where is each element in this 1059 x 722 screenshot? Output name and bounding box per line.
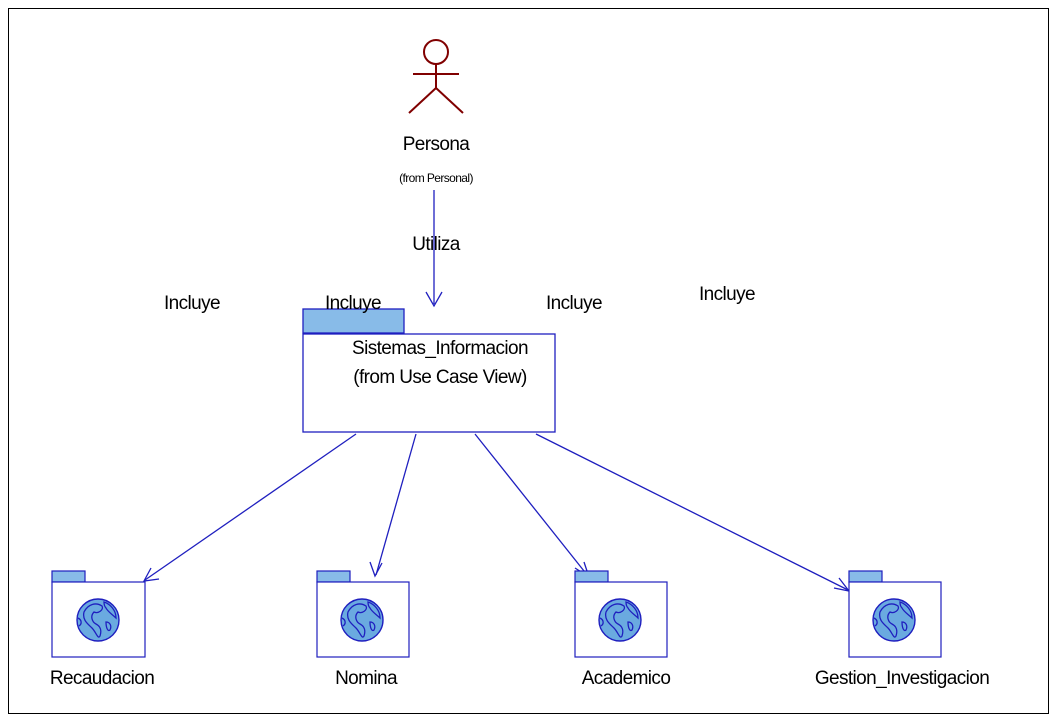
package-gestion-investigacion (848, 570, 942, 658)
actor-from: (from Personal) (399, 171, 473, 185)
diagram-frame (8, 8, 1049, 714)
uses-relation-label: Utiliza (412, 234, 460, 255)
actor-stick-figure-icon (408, 39, 464, 114)
include-label-2: Incluye (325, 293, 382, 314)
main-package-name: Sistemas_Informacion (352, 338, 529, 359)
main-package-shape (302, 308, 556, 433)
package-recaudacion (51, 570, 146, 658)
include-label-1: Incluye (164, 293, 221, 314)
actor-name: Persona (402, 134, 470, 155)
main-package-from: (from Use Case View) (353, 367, 527, 388)
subsystem-name-academico: Academico (581, 668, 671, 689)
subsystem-name-nomina: Nomina (335, 668, 397, 689)
include-label-3: Incluye (546, 293, 603, 314)
subsystem-name-recaudacion: Recaudacion (49, 668, 155, 689)
subsystem-name-gestion-investigacion: Gestion_Investigacion (814, 668, 990, 689)
package-academico (574, 570, 668, 658)
package-nomina (316, 570, 410, 658)
include-label-4: Incluye (699, 284, 756, 305)
uses-arrow (425, 190, 443, 308)
include-arrows (142, 433, 851, 592)
